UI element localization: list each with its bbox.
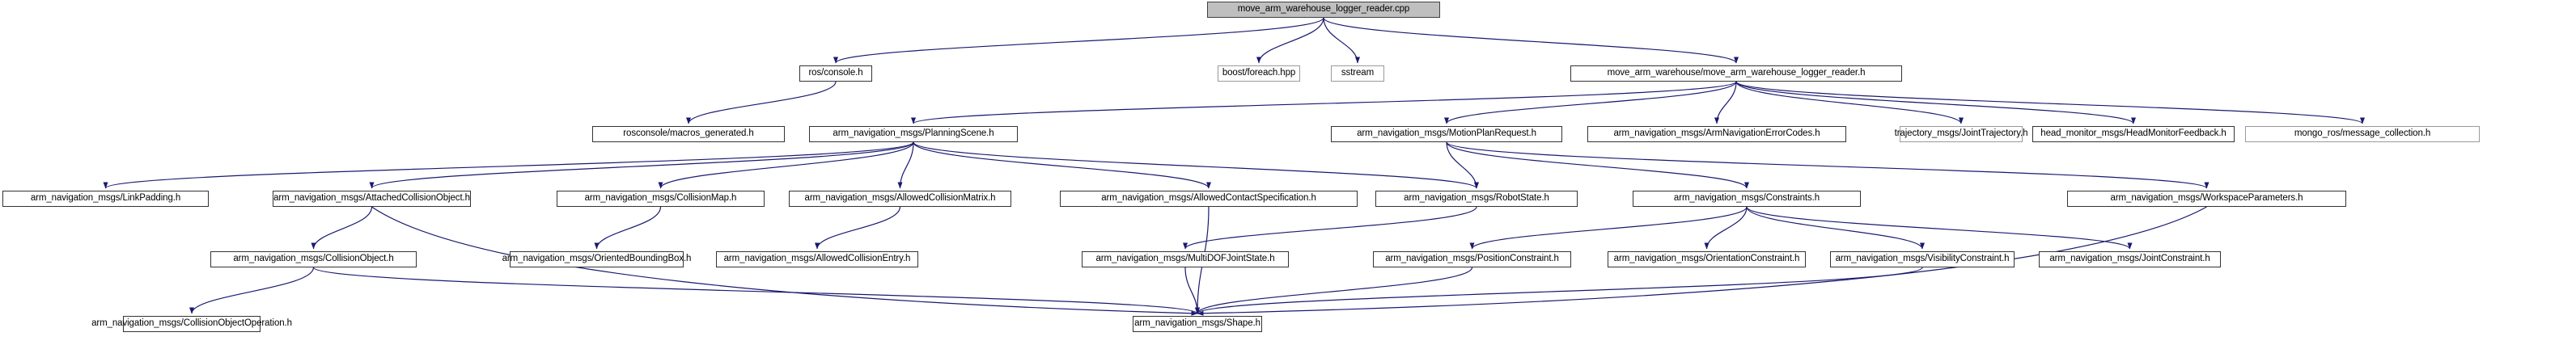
graph-edge <box>311 206 373 250</box>
graph-node[interactable]: arm_navigation_msgs/LinkPadding.h <box>2 191 209 207</box>
graph-edge <box>658 141 914 189</box>
graph-node[interactable]: boost/foreach.hpp <box>1218 65 1300 82</box>
graph-edge <box>103 141 914 189</box>
graph-edge <box>1184 267 1200 314</box>
graph-edge <box>1446 141 1479 189</box>
graph-node[interactable]: move_arm_warehouse_logger_reader.cpp <box>1207 2 1440 18</box>
graph-edge <box>911 81 1737 124</box>
graph-node[interactable]: arm_navigation_msgs/AllowedCollisionEntr… <box>716 251 918 267</box>
graph-node[interactable]: trajectory_msgs/JointTrajectory.h <box>1895 126 2027 142</box>
graph-node[interactable]: arm_navigation_msgs/AllowedCollisionMatr… <box>789 191 1011 207</box>
graph-edge <box>1256 17 1324 64</box>
graph-edge <box>594 206 662 250</box>
graph-edge <box>686 81 837 124</box>
graph-edge <box>897 141 914 189</box>
graph-node[interactable]: sstream <box>1331 65 1384 82</box>
graph-edge <box>1714 81 1737 124</box>
graph-edge <box>312 267 1200 314</box>
graph-node[interactable]: arm_navigation_msgs/PlanningScene.h <box>809 126 1018 142</box>
graph-edge <box>1735 81 1964 124</box>
graph-edge <box>1183 206 1477 250</box>
graph-node[interactable]: arm_navigation_msgs/MotionPlanRequest.h <box>1331 126 1562 142</box>
graph-node[interactable]: arm_navigation_msgs/PositionConstraint.h <box>1373 251 1571 267</box>
graph-edge <box>913 141 1479 189</box>
graph-edge <box>1446 141 2210 189</box>
graph-node[interactable]: arm_navigation_msgs/MultiDOFJointState.h <box>1082 251 1289 267</box>
graph-node[interactable]: arm_navigation_msgs/Shape.h <box>1133 316 1262 332</box>
graph-node[interactable]: mongo_ros/message_collection.h <box>2245 126 2480 142</box>
graph-node[interactable]: arm_navigation_msgs/AttachedCollisionObj… <box>273 191 471 207</box>
graph-edge <box>369 141 914 189</box>
graph-edge <box>1704 206 1748 250</box>
graph-node[interactable]: arm_navigation_msgs/Constraints.h <box>1633 191 1861 207</box>
graph-edge <box>1195 267 1473 314</box>
graph-edge <box>815 206 901 250</box>
graph-node[interactable]: move_arm_warehouse/move_arm_warehouse_lo… <box>1570 65 1902 82</box>
graph-node[interactable]: arm_navigation_msgs/RobotState.h <box>1375 191 1578 207</box>
graph-edge <box>1323 17 1739 64</box>
graph-node[interactable]: arm_navigation_msgs/CollisionMap.h <box>557 191 765 207</box>
graph-edge <box>1735 81 2365 124</box>
graph-node[interactable]: arm_navigation_msgs/VisibilityConstraint… <box>1830 251 2015 267</box>
graph-node[interactable]: arm_navigation_msgs/WorkspaceParameters.… <box>2067 191 2346 207</box>
graph-edge <box>913 141 1211 189</box>
graph-edge <box>1469 206 1748 250</box>
graph-node[interactable]: arm_navigation_msgs/JointConstraint.h <box>2039 251 2221 267</box>
graph-node[interactable]: arm_navigation_msgs/OrientationConstrain… <box>1608 251 1806 267</box>
graph-edge <box>1746 206 1925 250</box>
graph-edge <box>1735 81 2136 124</box>
graph-edge <box>1323 17 1360 64</box>
graph-edge <box>1195 267 1923 314</box>
graph-edge <box>189 267 315 314</box>
graph-node[interactable]: ros/console.h <box>799 65 872 82</box>
graph-node[interactable]: arm_navigation_msgs/AllowedContactSpecif… <box>1060 191 1358 207</box>
graph-node[interactable]: rosconsole/macros_generated.h <box>592 126 785 142</box>
graph-edge <box>1746 206 2133 250</box>
graph-edge <box>1444 81 1737 124</box>
graph-edge <box>833 17 1324 64</box>
graph-node[interactable]: arm_navigation_msgs/OrientedBoundingBox.… <box>502 251 691 267</box>
graph-node[interactable]: arm_navigation_msgs/CollisionObject.h <box>210 251 417 267</box>
graph-node[interactable]: arm_navigation_msgs/ArmNavigationErrorCo… <box>1587 126 1846 142</box>
graph-node[interactable]: head_monitor_msgs/HeadMonitorFeedback.h <box>2032 126 2235 142</box>
graph-node[interactable]: arm_navigation_msgs/CollisionObjectOpera… <box>91 316 292 332</box>
graph-edge <box>1446 141 1749 189</box>
